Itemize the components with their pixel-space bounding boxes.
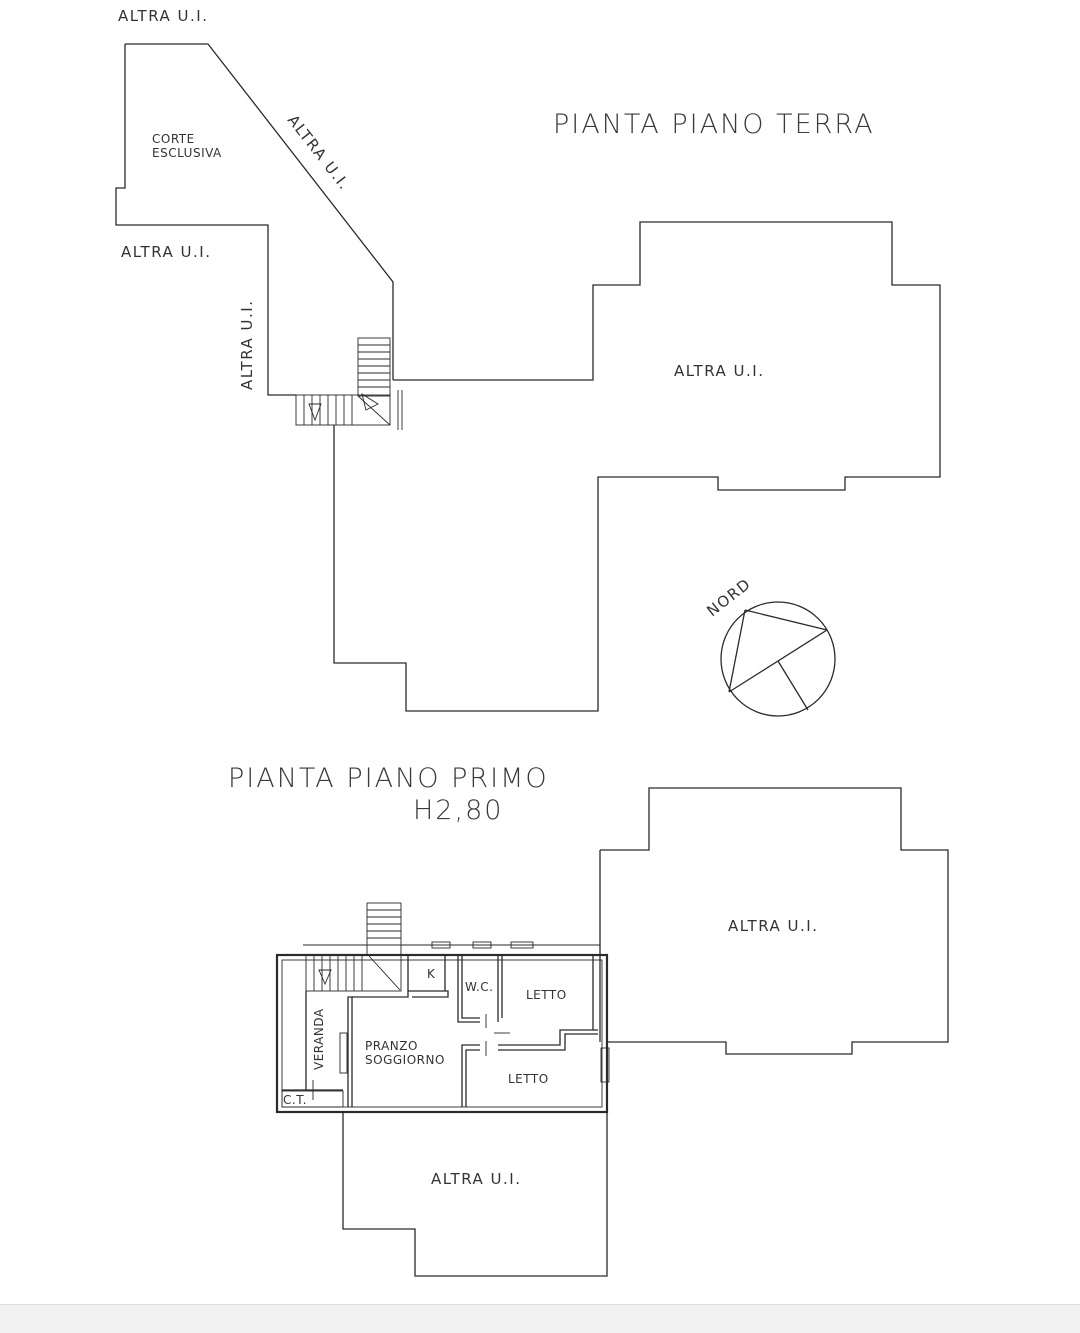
label-altra-ui-vertical: ALTRA U.I. [238,300,256,391]
corte-left-outline [115,44,296,396]
viewer-footer-bar [0,1304,1080,1333]
label-altra-ui-first-right: ALTRA U.I. [728,917,819,935]
ground-floor-plan: ALTRA U.I. CORTE ESCLUSIVA ALTRA U.I. AL… [115,7,941,717]
title-piano-primo: PIANTA PIANO PRIMO [228,763,549,794]
first-staircase [305,902,402,992]
first-altra-ui-bottom-block [342,1112,608,1277]
first-floor-plan: PIANTA PIANO PRIMO H2,80 [228,763,949,1277]
label-corte-line1: CORTE [152,132,195,146]
title-piano-terra: PIANTA PIANO TERRA [553,109,875,140]
ground-altra-ui-block [333,221,941,712]
label-soggiorno: SOGGIORNO [365,1053,445,1067]
label-corte-line2: ESCLUSIVA [152,146,222,160]
label-altra-ui-left: ALTRA U.I. [121,243,212,261]
apartment-walls [275,941,610,1114]
label-altra-ui-first-bottom: ALTRA U.I. [431,1170,522,1188]
label-pranzo: PRANZO [365,1039,418,1053]
title-height: H2,80 [413,795,503,826]
label-altra-ui-top: ALTRA U.I. [118,7,209,25]
ground-staircase [295,337,403,430]
corte-esclusiva-outline [125,43,394,380]
label-ct: C.T. [283,1093,307,1107]
label-nord: NORD [703,575,754,621]
label-kitchen: K [427,967,436,981]
north-compass [720,601,836,717]
label-veranda: VERANDA [312,1008,326,1070]
first-altra-ui-right-block [600,787,949,1055]
label-altra-ui-diagonal: ALTRA U.I. [284,111,354,193]
label-altra-ui-ground-right: ALTRA U.I. [674,362,765,380]
label-letto-top: LETTO [526,988,567,1002]
label-letto-bottom: LETTO [508,1072,549,1086]
interior-partitions [281,955,598,1108]
label-wc: W.C. [465,980,494,994]
